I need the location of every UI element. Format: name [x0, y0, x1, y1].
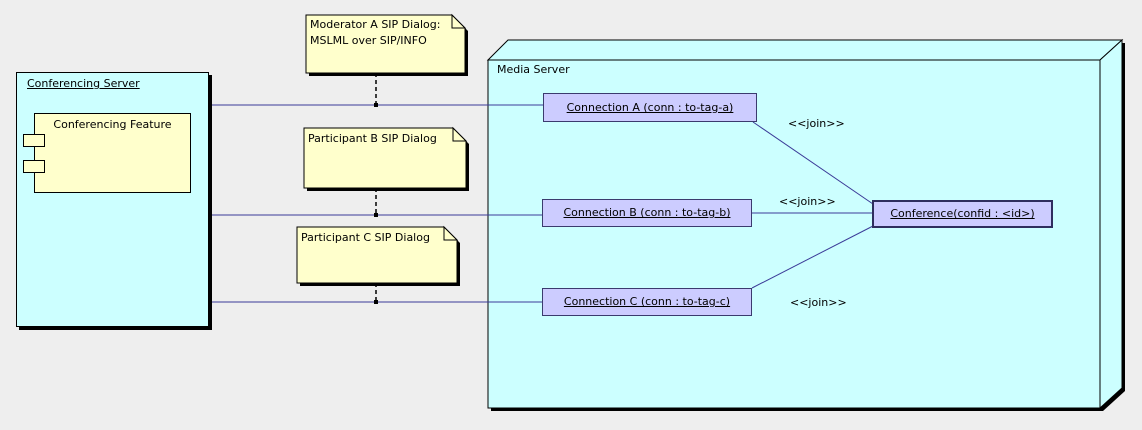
- note-participant-c-fold-icon: [443, 225, 459, 241]
- object-conference: Conference(confid : <id>): [872, 200, 1053, 228]
- stereotype-join-a: <<join>>: [788, 117, 845, 130]
- media-server-title: Media Server: [497, 63, 570, 76]
- component-required-interface-tab: [23, 160, 45, 173]
- conferencing-feature-component: Conferencing Feature: [23, 113, 191, 193]
- component-provided-interface-tab: [23, 134, 45, 147]
- stereotype-join-b: <<join>>: [779, 195, 836, 208]
- link-join-c: [751, 225, 874, 289]
- note-moderator-a-fold-icon: [451, 13, 467, 29]
- note-moderator-a-body: [305, 14, 466, 74]
- note-moderator-a-line2: MSLML over SIP/INFO: [310, 34, 427, 47]
- object-connection-c: Connection C (conn : to-tag-c): [542, 288, 752, 316]
- stereotype-join-c: <<join>>: [790, 296, 847, 309]
- media-server-top-face: [486, 39, 1124, 61]
- note-anchor-a-endpoint: [374, 103, 378, 107]
- object-connection-b: Connection B (conn : to-tag-b): [542, 199, 752, 227]
- note-participant-c-text: Participant C SIP Dialog: [301, 231, 430, 244]
- media-server-right-face: [1099, 38, 1123, 410]
- object-connection-a: Connection A (conn : to-tag-a): [543, 93, 757, 122]
- note-participant-b-fold-icon: [452, 126, 468, 142]
- conferencing-server-title: Conferencing Server: [27, 77, 140, 90]
- conferencing-server-node: Conferencing Server Conferencing Feature: [16, 72, 209, 327]
- note-participant-c-body: [296, 226, 458, 284]
- note-moderator-a-text: Moderator A SIP Dialog: MSLML over SIP/I…: [310, 17, 440, 49]
- note-anchor-b-endpoint: [374, 213, 378, 217]
- conferencing-feature-label: Conferencing Feature: [53, 118, 172, 131]
- link-join-a: [752, 121, 874, 205]
- note-participant-b-text: Participant B SIP Dialog: [308, 132, 437, 145]
- note-participant-b-body: [303, 127, 467, 189]
- note-moderator-a-line1: Moderator A SIP Dialog:: [310, 18, 441, 31]
- note-anchor-c-endpoint: [374, 300, 378, 304]
